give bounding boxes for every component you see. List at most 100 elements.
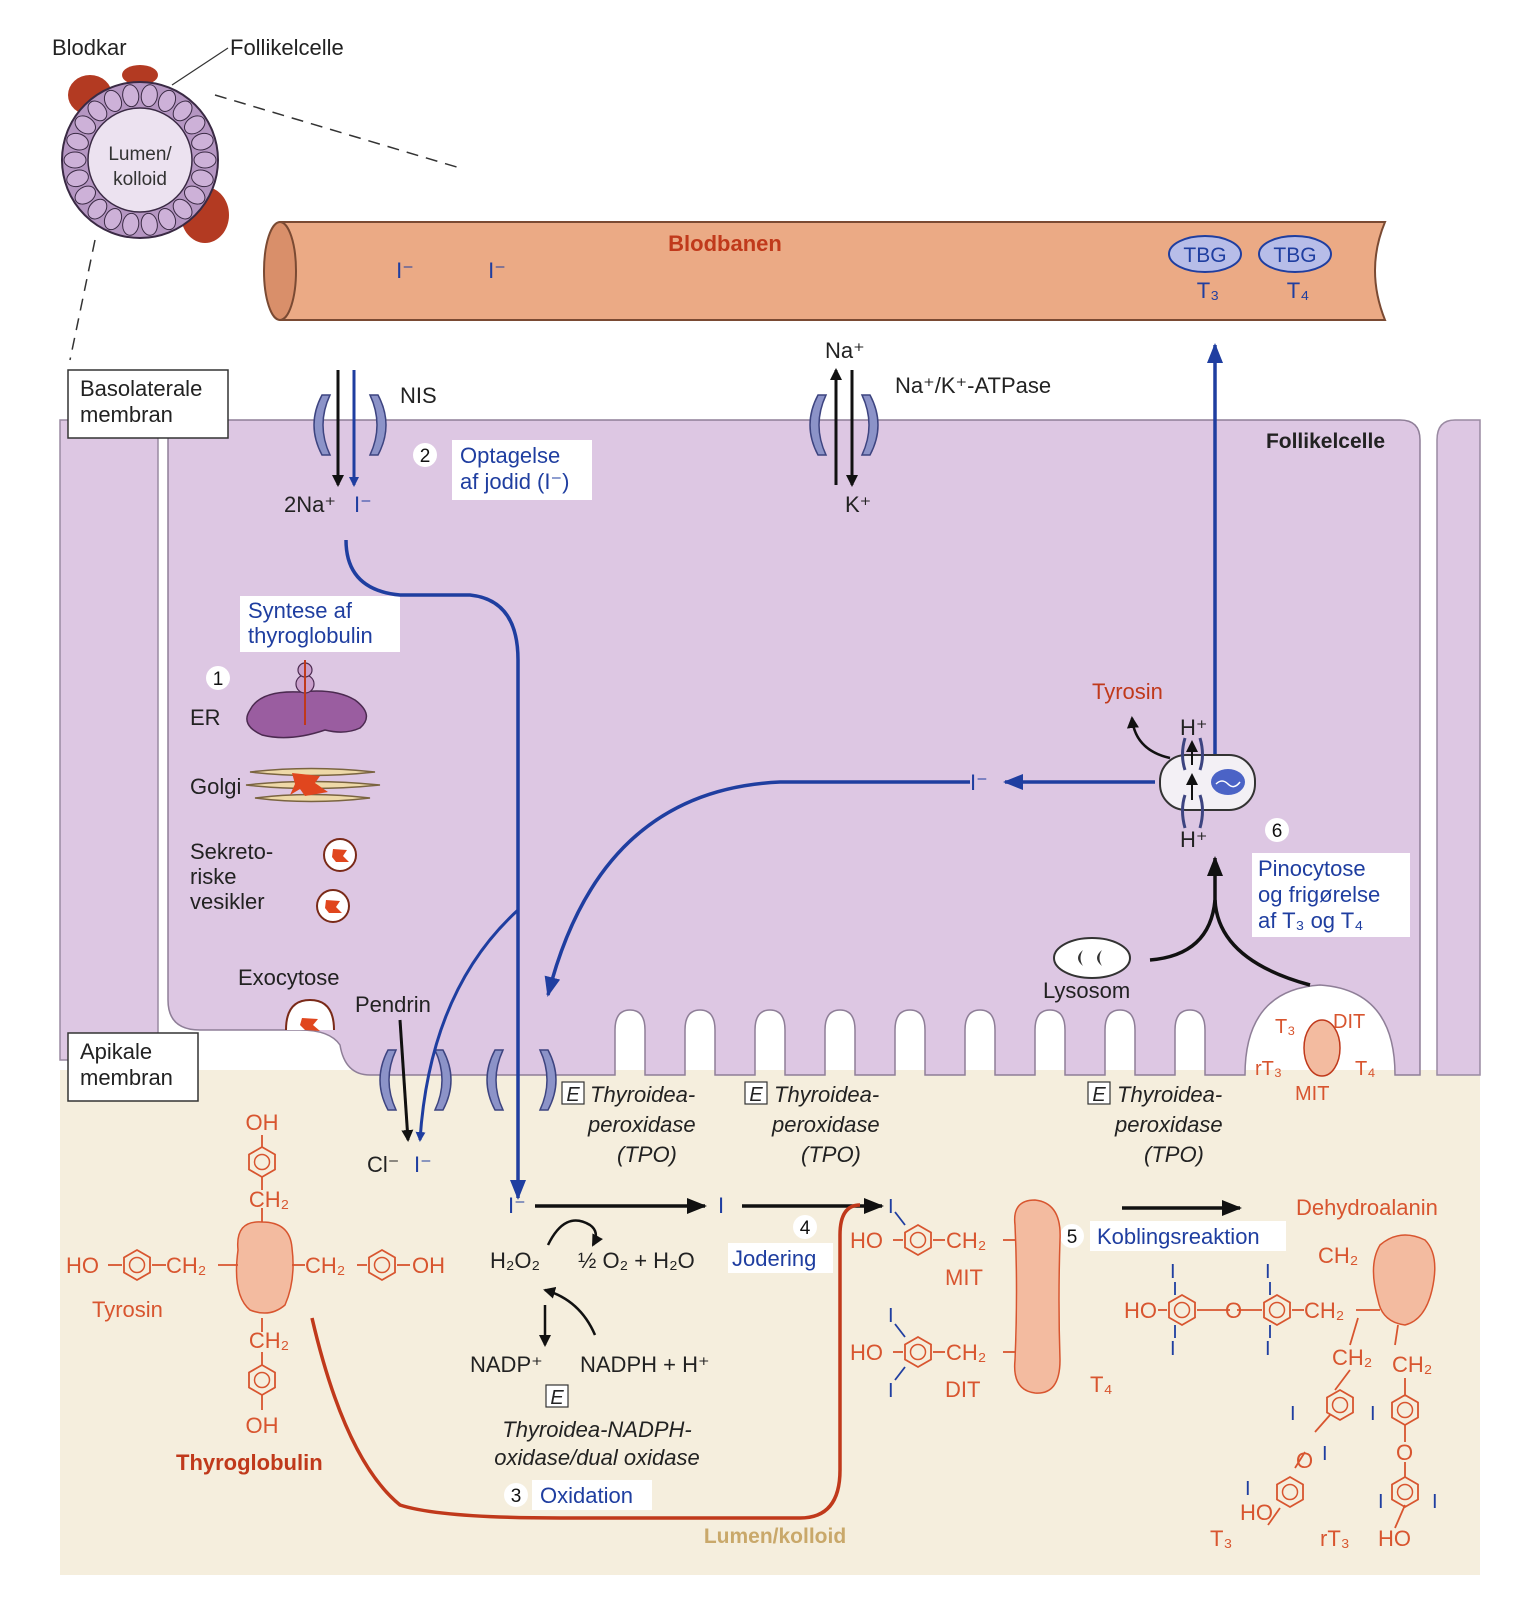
nadph-e-box (545, 1384, 569, 1408)
tyr-ch2-top: CH₂ (249, 1187, 289, 1212)
blood-iodide-2: I⁻ (488, 258, 506, 283)
mit-dit-protein (1013, 1199, 1061, 1394)
tyr-ch2-right: CH₂ (305, 1253, 345, 1278)
blood-iodide-1: I⁻ (396, 258, 414, 283)
step1-number: 1 (213, 669, 224, 690)
rt3-iodine-2: I (1378, 1491, 1384, 1513)
step1-number-circle (206, 666, 230, 690)
vesicles-line3: vesikler (190, 889, 265, 914)
step6-box (1252, 853, 1410, 937)
step1-line1: Syntese af (248, 598, 353, 623)
apical-label-line2: membran (80, 1065, 173, 1090)
t4-ch2: CH₂ (1304, 1298, 1344, 1323)
hexagon-outline (1276, 1475, 1304, 1509)
tyrosin-label: Tyrosin (92, 1297, 163, 1322)
step2-number-circle (413, 443, 437, 467)
tbg-bubble-1 (1168, 235, 1242, 273)
inset-follicular-cell (191, 169, 214, 188)
lumen-region (60, 1070, 1480, 1575)
atpase-na-label: Na⁺ (825, 338, 865, 363)
rt3-benzene-ring-upper (1391, 1393, 1419, 1427)
benzene-ring-left (123, 1248, 151, 1282)
tpo1-line2: peroxidase (587, 1112, 696, 1137)
apical-label-line1: Apikale (80, 1039, 152, 1064)
aromatic-circle (1331, 1396, 1349, 1414)
benzene-ring-right (368, 1248, 396, 1282)
atpase-label: Na⁺/K⁺-ATPase (895, 373, 1051, 398)
inset-follicular-cell (66, 132, 89, 151)
inset-follicular-cell (193, 151, 217, 169)
t4-iodine-4: I (1265, 1338, 1271, 1360)
inset-follicular-cell (66, 169, 89, 188)
er-organelle (246, 660, 368, 739)
lysosome-label: Lysosom (1043, 978, 1130, 1003)
t3-benzene-ring-lower (1276, 1475, 1304, 1509)
tpo3-e-box (1087, 1081, 1111, 1105)
rt3-ho: HO (1378, 1526, 1411, 1551)
reaction-iodide: I⁻ (508, 1193, 526, 1218)
step5-box (1090, 1221, 1286, 1251)
step3-number-circle (504, 1483, 528, 1507)
t4-ho: HO (1124, 1298, 1157, 1323)
t3-ho: HO (1240, 1500, 1273, 1525)
aromatic-circle (1396, 1401, 1414, 1419)
mit-label: MIT (945, 1265, 983, 1290)
step3-number: 3 (511, 1486, 522, 1507)
step6-line2: og frigørelse (1258, 882, 1380, 907)
tpo3-line2: peroxidase (1114, 1112, 1223, 1137)
inset-follicular-cell (157, 89, 177, 112)
t3-ch2: CH₂ (1332, 1345, 1372, 1370)
nis-label: NIS (400, 383, 437, 408)
nadph-enzyme-line2: oxidase/dual oxidase (494, 1445, 699, 1470)
inset-follicular-cell (63, 151, 87, 169)
inset-follicular-cell (74, 115, 97, 135)
step4-label: Jodering (732, 1246, 816, 1271)
tbg-label-1: TBG (1183, 244, 1226, 267)
tpo1-line3: (TPO) (617, 1142, 677, 1167)
mit-ho: HO (850, 1228, 883, 1253)
rt3-iodine-1: I (1370, 1403, 1376, 1425)
hexagon-outline (904, 1335, 932, 1369)
vesicle-rt3: rT₃ (1255, 1058, 1282, 1080)
tpo3-line1: Thyroidea- (1117, 1082, 1222, 1107)
step6-number: 6 (1272, 821, 1283, 842)
peroxide-curve-arrow (546, 1219, 604, 1247)
tpo3-e-label: E (1092, 1084, 1106, 1106)
hexagon-outline (1326, 1388, 1354, 1422)
rt3-benzene-ring-lower (1391, 1475, 1419, 1509)
pendrin-iodide-label: I⁻ (414, 1152, 432, 1177)
mit-benzene-ring (904, 1223, 932, 1257)
step6-line1: Pinocytose (1258, 856, 1366, 881)
dit-ho: HO (850, 1340, 883, 1365)
tyr-ch2-bottom: CH₂ (249, 1328, 289, 1353)
t4-iodine-2: I (1170, 1338, 1176, 1360)
hexagon-outline (368, 1248, 396, 1282)
dit-iodine-top: I (888, 1305, 894, 1327)
secretory-vesicles (316, 838, 357, 923)
t3-iodine-3: I (1245, 1478, 1251, 1500)
left-neighbor-cell (59, 419, 159, 1061)
inset-follikelcelle-label: Follikelcelle (230, 35, 344, 60)
thyroglobulin-label: Thyroglobulin (176, 1450, 323, 1475)
basolateral-label-line1: Basolaterale (80, 376, 202, 401)
inset-lumen-line1: Lumen/ (108, 144, 172, 165)
vesicle-t4: T₄ (1355, 1058, 1375, 1080)
blood-t4: T₄ (1287, 278, 1309, 303)
dehydroalanin-label: Dehydroalanin (1296, 1195, 1438, 1220)
inset-follikelcelle-leader (171, 47, 229, 86)
vesicles-line2: riske (190, 864, 236, 889)
mit-dit-iodine-bonds (894, 1211, 906, 1381)
reaction-iodine: I (718, 1193, 724, 1218)
step4-box (728, 1243, 833, 1273)
pinocytosis-vesicle (1159, 737, 1256, 829)
inset-follicular-cell (87, 100, 108, 122)
inset-follicular-cell (87, 198, 108, 220)
colloid-droplet (1303, 1019, 1341, 1077)
atpase-channel (809, 394, 879, 456)
rt3-ch2: CH₂ (1392, 1352, 1432, 1377)
cell-tyrosin-label: Tyrosin (1092, 679, 1163, 704)
t4-benzene-ring-outer (1168, 1293, 1196, 1327)
inset-zoom-line-top (214, 94, 461, 169)
atpase-k-label: K⁺ (845, 492, 871, 517)
